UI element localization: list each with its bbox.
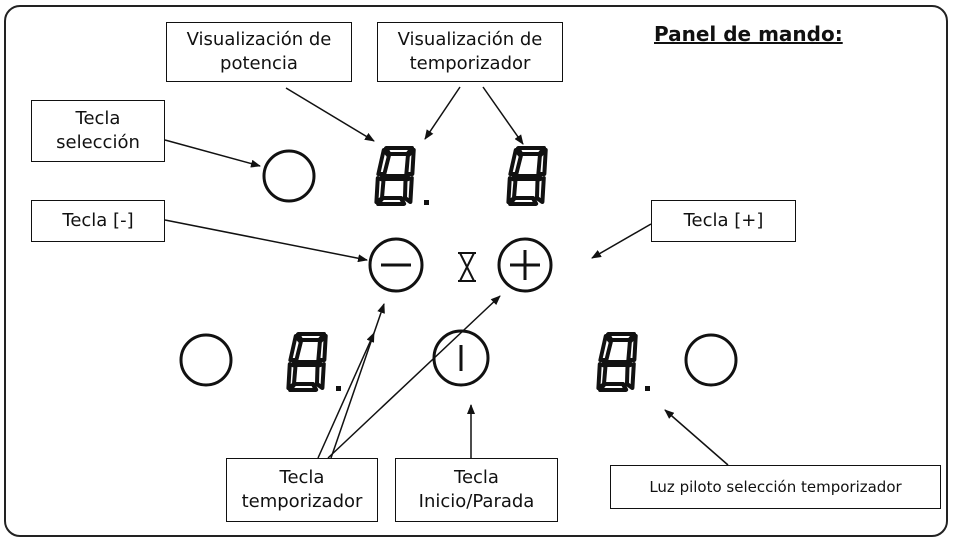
panel-title: Panel de mando:: [654, 22, 843, 46]
label-onoff-key-line1: Tecla: [454, 467, 499, 488]
label-plus-key: Tecla [+]: [651, 200, 796, 242]
cooking-zone-right-key[interactable]: [684, 333, 738, 387]
arrow-select-key: [164, 139, 261, 168]
arrow-timer-pilot: [664, 409, 729, 466]
timer-display-digit: [504, 146, 552, 206]
label-select-key-line1: Tecla: [75, 108, 121, 129]
label-timer-key-line1: Tecla: [279, 467, 325, 488]
label-select-key: Tecla selección: [31, 100, 165, 162]
power-button-icon[interactable]: [432, 329, 490, 387]
label-timer-pilot: Luz piloto selección temporizador: [610, 465, 941, 509]
label-plus-key-line1: Tecla [+]: [683, 210, 764, 231]
label-power-display-line1: Visualización de: [186, 29, 332, 50]
arrow-timer-display-right: [482, 86, 524, 145]
left-zone-digit: [284, 332, 332, 392]
label-minus-key-line1: Tecla [-]: [62, 210, 134, 231]
label-power-display: Visualización de potencia: [166, 22, 352, 82]
arrow-timer-key-minus: [330, 303, 385, 459]
arrow-power-display: [285, 87, 375, 142]
hourglass-icon: [458, 252, 476, 282]
plus-button-icon[interactable]: [497, 237, 553, 293]
label-timer-display: Visualización de temporizador: [377, 22, 563, 82]
label-timer-key: Tecla temporizador: [226, 458, 378, 522]
label-power-display-line2: potencia: [220, 53, 298, 74]
label-timer-display-line2: temporizador: [409, 53, 531, 74]
control-panel-frame: [4, 5, 948, 537]
cooking-zone-left-key[interactable]: [179, 333, 233, 387]
select-key-circle[interactable]: [262, 149, 316, 203]
arrow-minus-key: [164, 219, 368, 263]
label-select-key-line2: selección: [56, 132, 140, 153]
minus-button-icon[interactable]: [368, 237, 424, 293]
power-display-digit: [372, 146, 420, 206]
arrow-timer-key-plus: [327, 295, 501, 459]
label-onoff-key: Tecla Inicio/Parada: [395, 458, 558, 522]
label-timer-display-line1: Visualización de: [397, 29, 543, 50]
label-timer-pilot-line1: Luz piloto selección temporizador: [649, 478, 902, 496]
power-display-dot: [424, 200, 429, 205]
arrow-timer-key-bottom: [317, 332, 375, 459]
label-timer-key-line2: temporizador: [241, 491, 363, 512]
label-minus-key: Tecla [-]: [31, 200, 165, 242]
arrow-plus-key: [591, 223, 652, 259]
label-onoff-key-line2: Inicio/Parada: [418, 491, 535, 512]
arrow-timer-display-left: [424, 86, 461, 140]
right-zone-digit: [594, 332, 642, 392]
timer-pilot-dot: [645, 386, 650, 391]
left-zone-dot: [336, 386, 341, 391]
